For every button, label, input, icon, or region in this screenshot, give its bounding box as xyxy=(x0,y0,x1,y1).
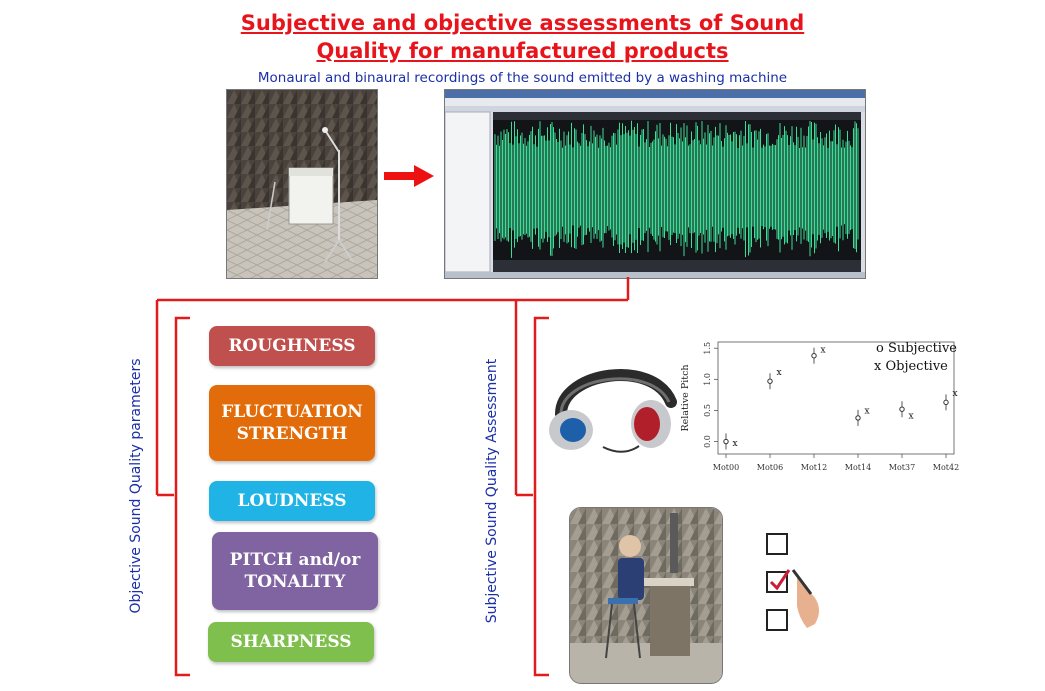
fluctuation-strength-label: FLUCTUATION STRENGTH xyxy=(221,402,363,444)
sharpness-box: SHARPNESS xyxy=(208,622,374,662)
y-axis-label: Relative Pitch xyxy=(680,364,691,431)
objective-point: x xyxy=(952,389,957,399)
y-tick-label: 0.5 xyxy=(703,404,712,417)
plot-frame xyxy=(717,341,955,455)
y-tick-label: 0.0 xyxy=(703,435,712,448)
checklist-icon xyxy=(766,533,819,631)
legend-subjective: o Subjective xyxy=(876,341,957,356)
anechoic-chamber-photo xyxy=(226,89,378,279)
y-tick-label: 1.5 xyxy=(703,342,712,355)
pitch-tonality-label: PITCH and/or TONALITY xyxy=(229,550,361,592)
roughness-label: ROUGHNESS xyxy=(228,336,356,356)
fluctuation-strength-box: FLUCTUATION STRENGTH xyxy=(209,385,375,461)
legend-objective: x Objective xyxy=(874,359,948,374)
objective-point: x xyxy=(864,406,869,416)
audio-editor-screenshot xyxy=(444,89,866,279)
objective-point: x xyxy=(820,345,825,355)
loudness-label: LOUDNESS xyxy=(237,491,347,511)
x-tick-label: Mot37 xyxy=(889,463,915,472)
subtitle: Monaural and binaural recordings of the … xyxy=(257,70,788,86)
subjective-point xyxy=(899,406,905,412)
title-line-1: Subjective and objective assessments of … xyxy=(240,11,805,35)
subjective-point xyxy=(811,352,817,359)
roughness-box: ROUGHNESS xyxy=(209,326,375,366)
x-tick-label: Mot00 xyxy=(713,463,739,472)
x-tick-label: Mot42 xyxy=(933,463,959,472)
subjective-point xyxy=(767,378,773,384)
x-tick-label: Mot14 xyxy=(845,463,871,472)
subjective-point xyxy=(943,399,949,406)
listening-test-photo xyxy=(569,507,723,684)
pitch-tonality-box: PITCH and/or TONALITY xyxy=(212,532,378,610)
headphones-icon xyxy=(549,369,677,453)
title-line-2: Quality for manufactured products xyxy=(316,39,729,63)
loudness-box: LOUDNESS xyxy=(209,481,375,521)
objective-point: x xyxy=(908,411,913,421)
subjective-assessment-label: Subjective Sound Quality Assessment xyxy=(484,358,500,624)
subjective-point xyxy=(723,438,729,445)
waveform xyxy=(494,120,859,258)
sharpness-label: SHARPNESS xyxy=(230,632,352,652)
x-tick-label: Mot06 xyxy=(757,463,783,472)
right-arrow-icon xyxy=(384,165,434,187)
objective-point: x xyxy=(776,368,781,378)
objective-point: x xyxy=(732,439,737,449)
y-tick-label: 1.0 xyxy=(703,373,712,386)
x-tick-label: Mot12 xyxy=(801,463,827,472)
objective-parameters-label: Objective Sound Quality parameters xyxy=(128,358,144,614)
subjective-point xyxy=(855,415,861,421)
